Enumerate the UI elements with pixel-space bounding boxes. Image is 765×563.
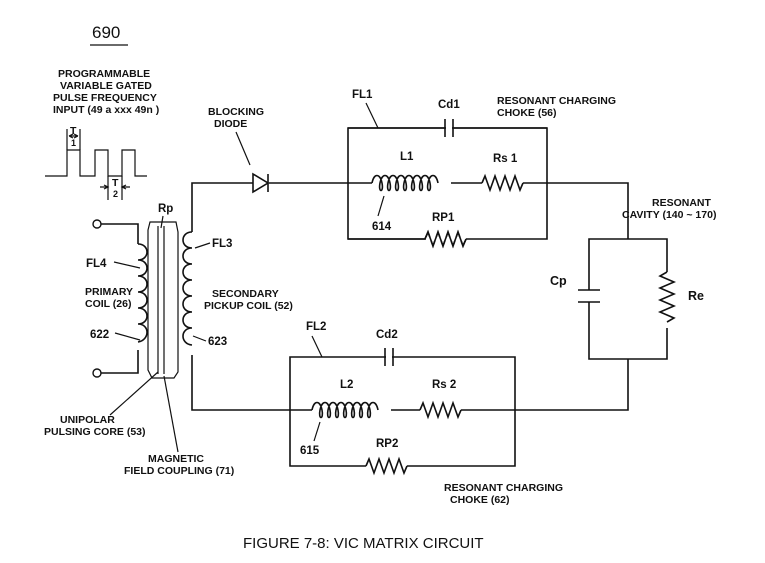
- choke1-network: [347, 119, 548, 249]
- transformer-core-line2: PULSING CORE (53): [44, 426, 146, 438]
- choke2-title-line2: CHOKE (62): [450, 494, 510, 506]
- transformer-primary-line2: COIL (26): [85, 298, 131, 310]
- transformer-coupling-line2: FIELD COUPLING (71): [124, 465, 234, 477]
- transformer-secondary-line2: PICKUP COIL (52): [204, 300, 293, 312]
- choke1-ref-label: 614: [372, 221, 392, 233]
- choke1-rs-label: Rs 1: [493, 153, 518, 165]
- svg-text:PULSE FREQUENCY: PULSE FREQUENCY: [53, 92, 157, 104]
- transformer-rp-label: Rp: [158, 203, 173, 215]
- choke2-fl-label: FL2: [306, 321, 326, 333]
- pulse-waveform: T 1 T 2: [45, 125, 147, 200]
- figure-caption: FIGURE 7-8: VIC MATRIX CIRCUIT: [243, 535, 484, 552]
- transformer-primary-line1: PRIMARY: [85, 286, 133, 298]
- cavity-re-label: Re: [688, 289, 704, 303]
- transformer-coupling-line1: MAGNETIC: [148, 453, 204, 465]
- blocking-diode-label-line1: BLOCKING: [208, 106, 264, 118]
- svg-text:PROGRAMMABLE: PROGRAMMABLE: [58, 68, 150, 80]
- svg-text:VARIABLE GATED: VARIABLE GATED: [60, 80, 152, 92]
- transformer-fl3-label: FL3: [212, 238, 232, 250]
- choke2-network: [289, 348, 516, 476]
- cavity-title-line1: RESONANT: [652, 197, 712, 209]
- choke2-rp-label: RP2: [376, 438, 398, 450]
- choke2-rs-label: Rs 2: [432, 379, 456, 391]
- resonant-cavity: [578, 238, 677, 360]
- blocking-diode-label-line2: DIODE: [214, 118, 247, 130]
- choke2-ref-label: 615: [300, 445, 320, 457]
- blocking-diode-symbol: [252, 172, 270, 194]
- blocking-diode-leader: [235, 131, 251, 166]
- choke1-cd-label: Cd1: [438, 99, 460, 111]
- choke2-l-label: L2: [340, 379, 353, 391]
- pulse-t2-sub: 2: [113, 189, 118, 199]
- svg-text:INPUT (49 a xxx 49n ): INPUT (49 a xxx 49n ): [53, 104, 159, 116]
- choke1-l-label: L1: [400, 151, 414, 163]
- transformer-core-line1: UNIPOLAR: [60, 414, 115, 426]
- main-wiring: [191, 182, 629, 411]
- transformer: [92, 219, 193, 379]
- figure-number: 690: [92, 23, 120, 42]
- choke1-fl-label: FL1: [352, 89, 373, 101]
- choke1-title-line1: RESONANT CHARGING: [497, 95, 616, 107]
- transformer-secondary-line1: SECONDARY: [212, 288, 279, 300]
- pulse-t1-sub: 1: [71, 138, 76, 148]
- input-label: PROGRAMMABLE VARIABLE GATED PULSE FREQUE…: [53, 68, 159, 116]
- choke2-cd-label: Cd2: [376, 329, 398, 341]
- transformer-primary-ref: 622: [90, 329, 109, 341]
- choke1-rp-label: RP1: [432, 212, 455, 224]
- cavity-title-line2: CAVITY (140 ~ 170): [622, 209, 716, 221]
- cavity-cp-label: Cp: [550, 274, 567, 288]
- pulse-t2-label: T: [112, 177, 119, 189]
- transformer-secondary-ref: 623: [208, 336, 227, 348]
- transformer-fl4-label: FL4: [86, 258, 107, 270]
- choke1-title-line2: CHOKE (56): [497, 107, 557, 119]
- choke2-title-line1: RESONANT CHARGING: [444, 482, 563, 494]
- pulse-t1-label: T: [70, 125, 77, 137]
